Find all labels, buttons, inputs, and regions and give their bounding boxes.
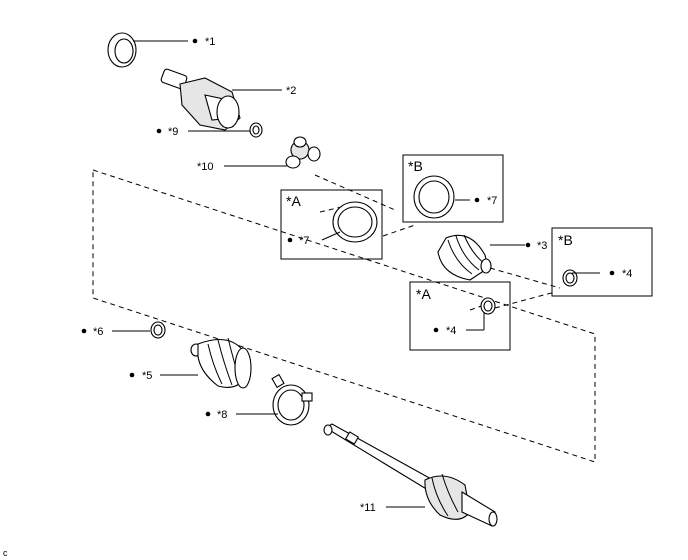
leader-lines [112,40,600,508]
tripod-joint-part [285,136,321,169]
figure-code: c [3,548,8,558]
callout-label: *9 [168,126,178,138]
callout-label: *11 [360,502,376,514]
callout-label: *8 [217,409,227,421]
small-clamp-part [480,297,496,315]
small-clamp-part [562,269,578,287]
outboard-small-clamp-part [150,321,166,339]
detail-box-b-upper [402,154,504,223]
callout-dots [81,38,615,417]
detail-box-a-lower [409,281,511,351]
drive-shaft-part [323,423,498,527]
snap-ring-part [249,122,263,138]
callout-label: *7 [299,235,309,247]
callout-label: *1 [205,36,215,48]
callout-label: *2 [286,85,296,97]
oil-seal-part [107,32,137,68]
callout-label: *4 [622,268,632,280]
callout-label: *10 [197,161,214,173]
box-label: *A [286,193,301,209]
outboard-boot-part [190,337,252,389]
inboard-boot-part [437,234,492,281]
boot-clamp-part [413,175,455,219]
callout-label: *4 [446,325,456,337]
detail-box-a-upper [280,189,383,260]
box-label: *B [408,158,423,174]
boot-clamp-band-part [271,373,313,426]
inboard-joint-tulip-part [160,68,241,131]
callout-label: *3 [537,240,547,252]
box-label: *A [416,286,431,302]
callout-label: *6 [93,326,103,338]
callout-label: *7 [487,195,497,207]
boot-clamp-part [332,201,378,243]
box-label: *B [558,232,573,248]
assembly-dashed-outline [92,169,596,463]
detail-box-b-lower [551,227,653,297]
callout-label: *5 [142,370,152,382]
